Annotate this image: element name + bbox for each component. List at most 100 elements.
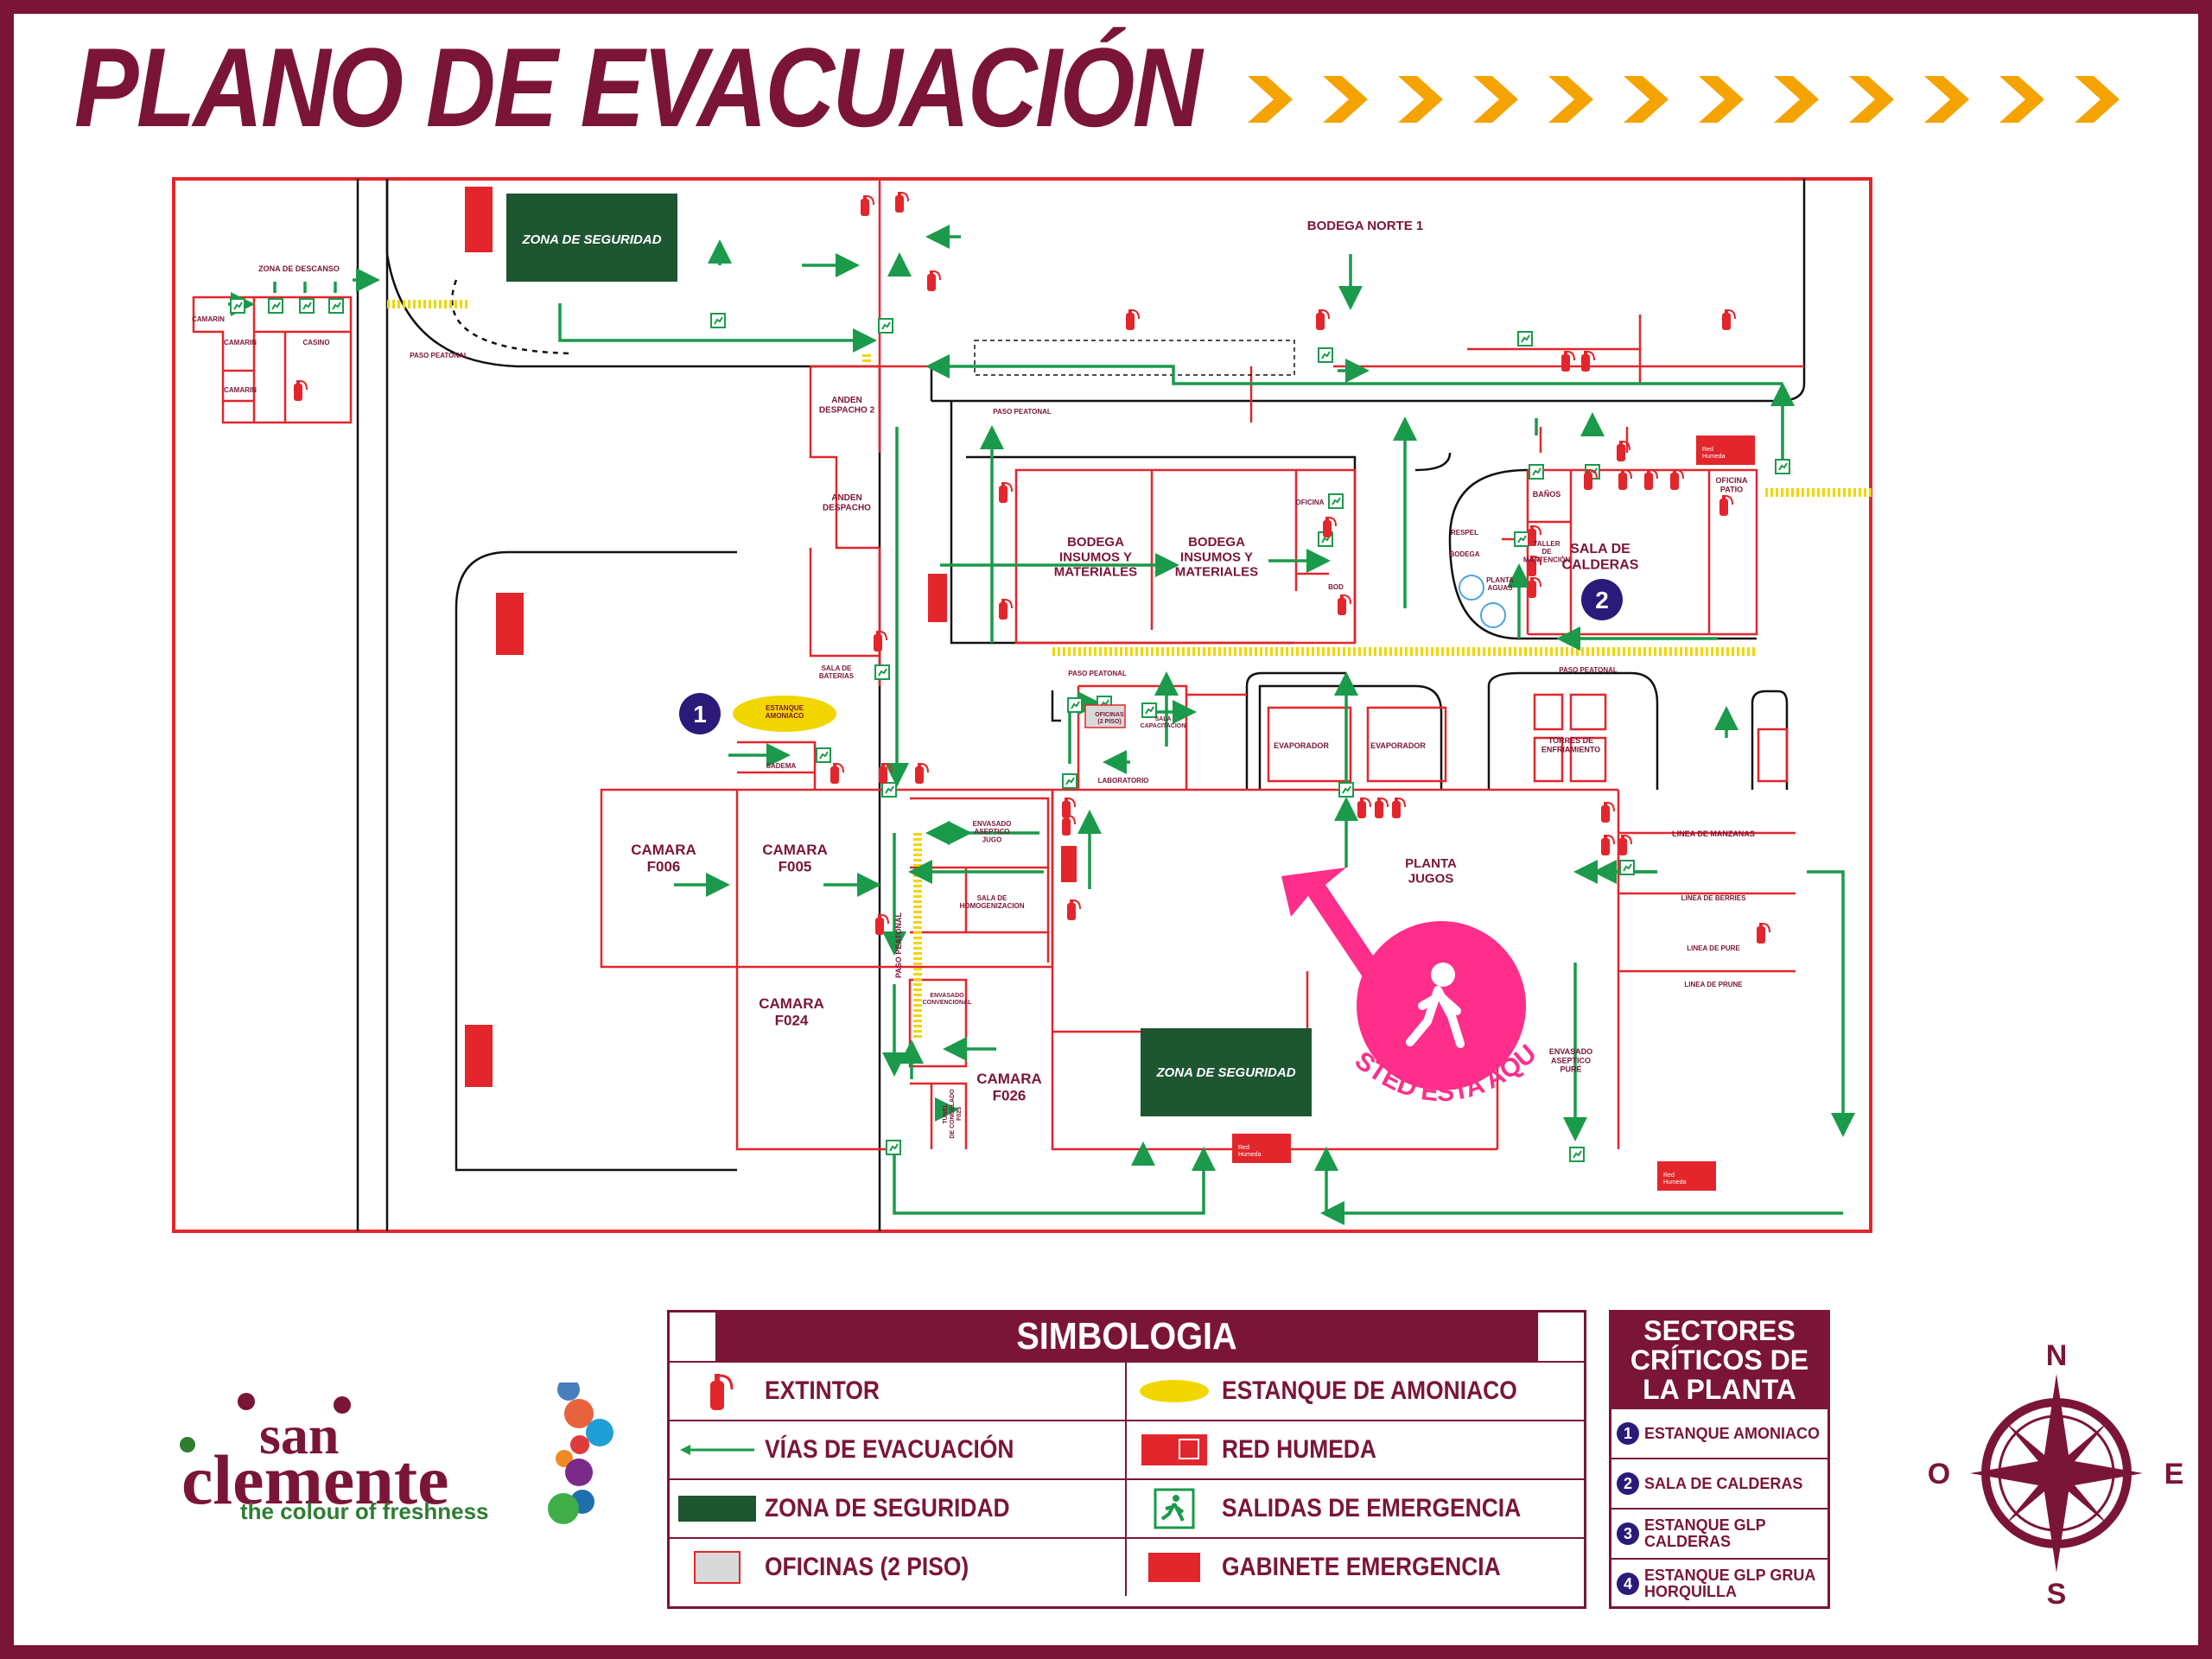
svg-text:2: 2 bbox=[1595, 587, 1609, 613]
chevron-icon bbox=[1924, 76, 1969, 123]
safety-zone-south-label: ZONA DE SEGURIDAD bbox=[1155, 1065, 1295, 1080]
site-boundary bbox=[172, 177, 1872, 1233]
room-label-bodega-small: BODEGA bbox=[1449, 550, 1479, 558]
room-label-linea-pure: LINEA DE PURE bbox=[1687, 944, 1740, 952]
room-label-paso-peatonal-4: PASO PEATONAL bbox=[1559, 666, 1618, 674]
room-label-bodega-norte: BODEGA NORTE 1 bbox=[1307, 219, 1423, 233]
room-label-camarin3: CAMARIN bbox=[224, 386, 257, 394]
svg-text:N: N bbox=[2046, 1339, 2068, 1372]
room-label-linea-manzanas: LINEA DE MANZANAS bbox=[1672, 830, 1755, 838]
svg-text:1: 1 bbox=[693, 701, 707, 728]
legend-item-wet-network: RED HUMEDA bbox=[1127, 1420, 1584, 1478]
room-label-paso-peatonal-5: PASO PEATONAL bbox=[894, 912, 903, 978]
room-label-linea-prune: LINEA DE PRUNE bbox=[1684, 981, 1743, 988]
extinguishers bbox=[293, 191, 1770, 944]
chevron-icon bbox=[1398, 76, 1443, 123]
room-label-tunel: TÚNELDE CONGELADOF023 bbox=[941, 1089, 963, 1139]
legend-item-offices: OFICINAS (2 PISO) bbox=[670, 1537, 1127, 1596]
svg-text:clemente: clemente bbox=[181, 1440, 449, 1519]
room-label-camarin2: CAMARIN bbox=[224, 339, 257, 346]
svg-text:E: E bbox=[2164, 1458, 2184, 1491]
chevron-icon bbox=[1999, 76, 2044, 123]
room-label-paso-peatonal-1: PASO PEATONAL bbox=[410, 352, 468, 359]
evacuation-map: ZONA DE SEGURIDAD ZONA DE SEGURIDAD 1 2 … bbox=[171, 176, 1872, 1233]
room-label-laboratorio: LABORATORIO bbox=[1098, 777, 1149, 785]
sector-1-marker bbox=[679, 693, 721, 734]
safety-zone-south bbox=[1141, 1028, 1312, 1116]
hallways bbox=[387, 300, 1872, 1040]
sector-2-marker bbox=[1581, 579, 1623, 620]
svg-text:S: S bbox=[2047, 1578, 2067, 1611]
legend-item-safe-zone: ZONA DE SEGURIDAD bbox=[670, 1478, 1127, 1537]
room-label-linea-berries: LINEA DE BERRIES bbox=[1681, 894, 1746, 902]
chevron-icon bbox=[1548, 76, 1593, 123]
chevron-icon bbox=[1774, 76, 1819, 123]
emergency-exit-icon bbox=[1154, 1488, 1195, 1529]
extinguisher-icon bbox=[710, 1374, 734, 1410]
room-label-oficina: OFICINA bbox=[1296, 499, 1325, 506]
legend-title: SIMBOLOGIA bbox=[715, 1313, 1539, 1361]
safe-zone-icon bbox=[678, 1496, 756, 1522]
wet-networks bbox=[465, 187, 1755, 1191]
chevron-icon bbox=[1248, 76, 1293, 123]
office-box-icon bbox=[694, 1551, 741, 1584]
legend-item-exit: SALIDAS DE EMERGENCIA bbox=[1127, 1478, 1584, 1537]
room-label-casino: CASINO bbox=[302, 339, 329, 346]
arrow-left-icon bbox=[680, 1445, 754, 1455]
ammonia-tank-icon bbox=[1140, 1380, 1209, 1402]
wet-network-icon bbox=[1141, 1434, 1207, 1465]
room-label-evaporador-1: EVAPORADOR bbox=[1274, 741, 1329, 750]
evacuation-routes bbox=[228, 225, 1855, 1225]
room-label-zona-descanso: ZONA DE DESCANSO bbox=[258, 264, 340, 273]
chevron-icon bbox=[1323, 76, 1368, 123]
room-label-camarin1: CAMARIN bbox=[192, 315, 225, 323]
emergency-cabinet-icon bbox=[1148, 1553, 1200, 1582]
chevron-icon bbox=[1624, 76, 1669, 123]
legend-item-cabinet: GABINETE EMERGENCIA bbox=[1127, 1537, 1584, 1596]
compass-rose-icon: N S E O bbox=[1928, 1339, 2184, 1611]
legend-panel: SIMBOLOGIA EXTINTOR ESTANQUE DE AMONIACO… bbox=[667, 1310, 1586, 1609]
chevron-strip bbox=[1248, 76, 2120, 123]
legend-item-ammonia: ESTANQUE DE AMONIACO bbox=[1127, 1361, 1584, 1420]
ammonia-tank bbox=[733, 696, 836, 732]
room-label-sadema: SADEMA bbox=[766, 762, 797, 770]
san-clemente-logo: san clemente the colour of freshness bbox=[180, 1382, 613, 1524]
chevron-icon bbox=[1699, 76, 1744, 123]
svg-text:O: O bbox=[1928, 1458, 1950, 1491]
legend-item-routes: VÍAS DE EVACUACIÓN bbox=[670, 1420, 1127, 1478]
offices-2nd-floor bbox=[1084, 704, 1126, 728]
room-label-evaporador-2: EVAPORADOR bbox=[1370, 741, 1426, 750]
legend-item-extinguisher: EXTINTOR bbox=[670, 1361, 1127, 1420]
svg-text:the colour of freshness: the colour of freshness bbox=[240, 1498, 489, 1524]
room-label-banos: BAÑOS bbox=[1533, 490, 1561, 499]
critical-sectors-title: SECTORES CRÍTICOS DE LA PLANTA bbox=[1611, 1313, 1827, 1408]
room-label-paso-peatonal-3: PASO PEATONAL bbox=[1068, 670, 1127, 677]
